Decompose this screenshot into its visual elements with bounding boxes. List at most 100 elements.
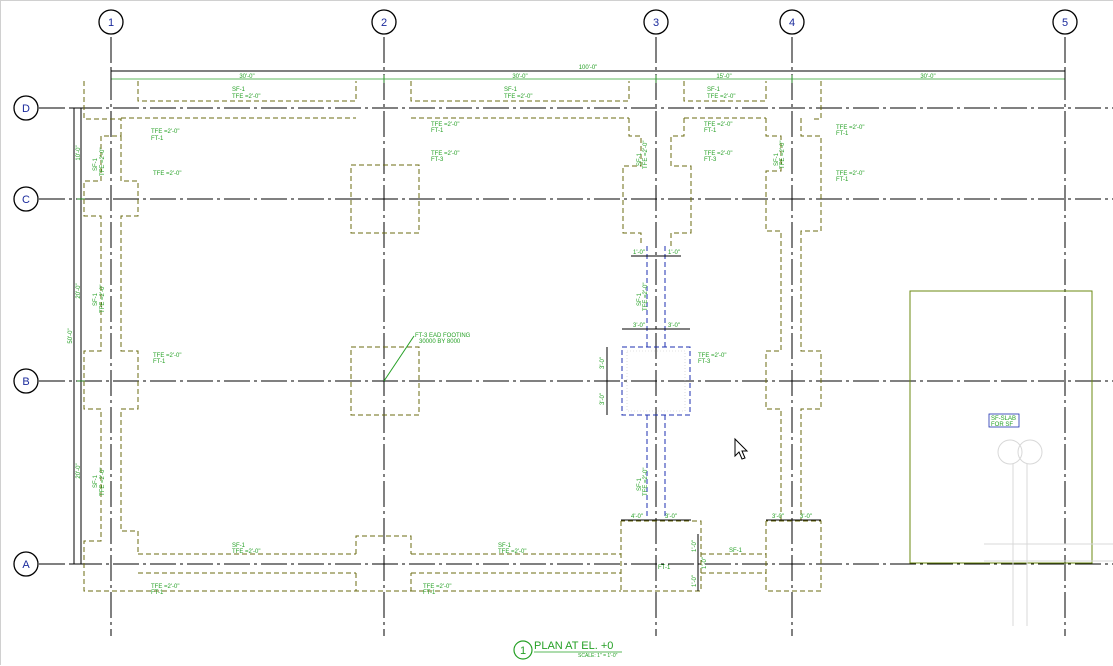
label-tfe: TFE =2'-0" (100, 148, 106, 176)
callout-tag-line1: SF-SLAB (991, 416, 1016, 422)
strip-footing-outlines (83, 81, 822, 592)
label-tfe: TFE =2'-0" (504, 94, 532, 100)
view-number: 1 (520, 645, 526, 657)
grid-bubble-label: A (22, 559, 30, 571)
label-sf1: SF-1 (637, 292, 643, 306)
grid-bubble-label: D (22, 103, 30, 115)
label-ft3: FT-3 (431, 157, 444, 163)
top-dimension-string: 100'-0" 30'-0" 30'-0" 15'-0" 30'-0" (110, 65, 1066, 83)
label-sf1: SF-1 (232, 87, 246, 93)
grid-bubble-label: 2 (381, 17, 387, 29)
grid-bubble-5[interactable]: 5 (1052, 9, 1078, 35)
leader-label-sub: 30000 BY 8000 (419, 339, 461, 345)
dim-left-d-c: 10'-0" (76, 145, 82, 160)
grid-bubble-label: 5 (1062, 17, 1068, 29)
label-tfe: TFE =2'-0" (153, 171, 181, 177)
label-tfe: TFE =2'-0" (232, 549, 260, 555)
label-sf1: SF-1 (637, 477, 643, 491)
label-ft1: FT-1 (423, 590, 436, 596)
mouse-cursor-icon (734, 437, 749, 460)
dim-small: 3'-0" (665, 514, 677, 520)
label-tfe: TFE =2'-0" (836, 171, 864, 177)
label-ft1: FT-1 (836, 131, 849, 137)
dim-span-2-3: 30'-0" (512, 74, 527, 80)
label-tfe: TFE =2'-0" (643, 468, 649, 496)
label-tfe: TFE =2'-0" (232, 94, 260, 100)
left-dimension-string: 50'-0" 10'-0" 20'-0" 20'-0" (68, 107, 86, 565)
grid-bubble-c[interactable]: C (13, 186, 39, 212)
grid-bubble-a[interactable]: A (13, 551, 39, 577)
label-tfe: TFE =2'-0" (704, 151, 732, 157)
label-ft1: FT-1 (658, 565, 671, 571)
view-title[interactable]: 1 PLAN AT EL. +0 SCALE: 1" = 1'-0" (513, 640, 622, 660)
view-title-text: PLAN AT EL. +0 (534, 640, 613, 652)
label-tfe: TFE =2'-0" (431, 151, 459, 157)
grid-bubble-label: C (22, 194, 30, 206)
dim-left-overall: 50'-0" (68, 328, 74, 343)
label-sf1: SF-1 (93, 157, 99, 171)
label-tfe: TFE =2'-0" (498, 549, 526, 555)
label-tfe: TFE =2'-0" (780, 141, 786, 169)
dim-span-1-2: 30'-0" (239, 74, 254, 80)
footing-annotations: SF-1 TFE =2'-0" SF-1 TFE =2'-0" SF-1 TFE… (93, 87, 864, 596)
dim-span-4-5: 30'-0" (920, 74, 935, 80)
leader-label: FT-3 EAD FOOTING (415, 333, 471, 339)
label-sf1: SF-1 (232, 543, 246, 549)
label-tfe: TFE =2'-0" (151, 129, 179, 135)
label-ft1: FT-1 (151, 590, 164, 596)
label-tfe: TFE =2'-0" (423, 584, 451, 590)
dim-small: 3'-0" (668, 323, 680, 329)
grid-bubble-4[interactable]: 4 (779, 9, 805, 35)
label-sf1: SF-1 (93, 292, 99, 306)
label-sf1: SF-1 (729, 548, 743, 554)
callout-region[interactable]: SF-SLAB FOR SF (909, 290, 1113, 626)
dim-left-c-b: 20'-0" (76, 283, 82, 298)
dim-overall-top: 100'-0" (579, 65, 598, 71)
label-sf1: SF-1 (504, 87, 518, 93)
dim-small: 1'-0" (692, 540, 698, 552)
grid-lines-vertical (110, 37, 1066, 636)
grid-bubble-2[interactable]: 2 (371, 9, 397, 35)
label-tfe: TFE =2'-0" (698, 353, 726, 359)
callout-tag-line2: FOR SF (991, 422, 1013, 428)
dim-small: 3'-0" (800, 514, 812, 520)
grid-3-footing (621, 246, 691, 516)
label-tfe: TFE =2'-0" (431, 122, 459, 128)
label-ft1: FT-1 (153, 359, 166, 365)
label-tfe: TFE =2'-0" (100, 285, 106, 313)
grid-lines-horizontal (39, 107, 1113, 565)
grid-bubble-b[interactable]: B (13, 368, 39, 394)
dim-span-3-4: 15'-0" (716, 74, 731, 80)
dim-small: 1'-0" (633, 250, 645, 256)
label-sf1: SF-1 (774, 152, 780, 166)
grid-bubble-3[interactable]: 3 (643, 9, 669, 35)
label-tfe: TFE =2'-0" (151, 584, 179, 590)
label-sf1: SF-1 (707, 87, 721, 93)
dim-small: 3'-0" (600, 393, 606, 405)
label-tfe: TFE =2'-0" (707, 94, 735, 100)
label-tfe: TFE =2'-0" (704, 122, 732, 128)
dim-small: 3'-0" (633, 323, 645, 329)
grid-bubble-1[interactable]: 1 (98, 9, 124, 35)
grid-bubble-d[interactable]: D (13, 95, 39, 121)
label-tfe: TFE =2'-0" (100, 468, 106, 496)
label-ft1: FT-1 (151, 136, 164, 142)
label-tfe: TFE =2'-0" (643, 141, 649, 169)
detail-dimensions: 1'-0" 1'-0" 3'-0" 3'-0" 3'-0" 3'-0" 4'-0… (600, 250, 821, 591)
label-tfe: TFE =2'-0" (153, 353, 181, 359)
grid-bubble-label: 3 (653, 17, 659, 29)
label-sf1: SF-1 (637, 152, 643, 166)
label-ft1: FT-1 (704, 128, 717, 134)
label-sf1: SF-1 (93, 474, 99, 488)
label-ft3: FT-3 (704, 157, 717, 163)
grid-bubble-label: B (22, 376, 29, 388)
dim-left-b-a: 20'-0" (76, 463, 82, 478)
dim-small: 1'-0" (702, 557, 708, 569)
grid-bubble-label: 4 (789, 17, 795, 29)
label-ft1: FT-1 (431, 128, 444, 134)
pad-footing-2b (350, 346, 420, 416)
grid-bubble-label: 1 (108, 17, 114, 29)
dim-small: 1'-0" (668, 250, 680, 256)
